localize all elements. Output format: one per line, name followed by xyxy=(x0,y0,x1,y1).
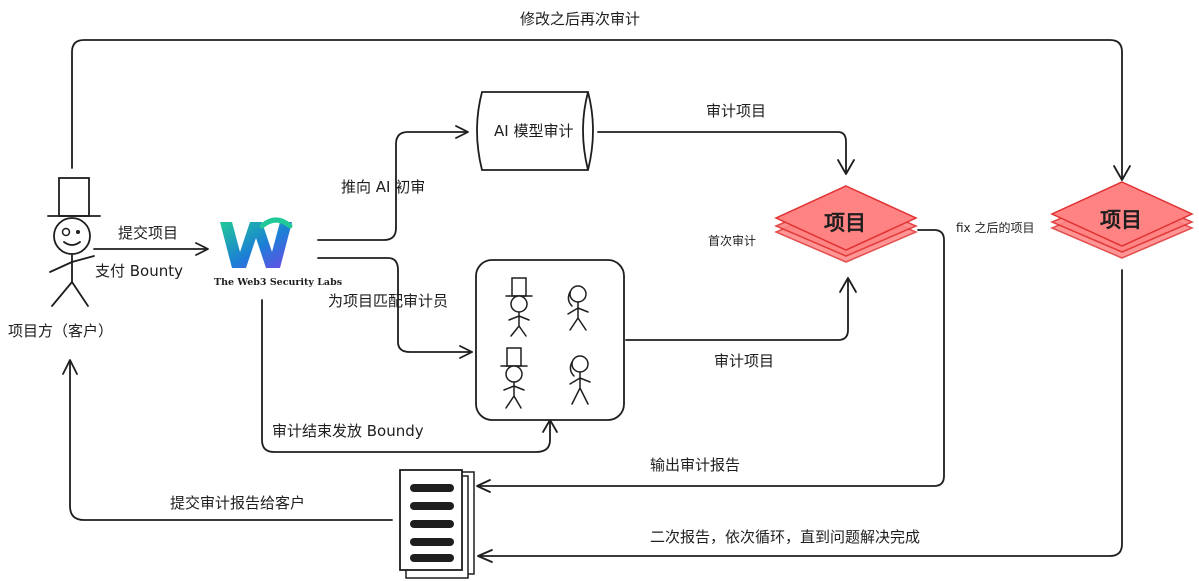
client-figure xyxy=(47,177,101,307)
audit-project-bottom-label: 审计项目 xyxy=(714,352,774,370)
match-auditors-arrow xyxy=(317,257,473,359)
match-auditors-label: 为项目匹配审计员 xyxy=(328,292,448,310)
bounty-release-label: 审计结束发放 Boundy xyxy=(272,422,424,440)
first-audit-label: 首次审计 xyxy=(708,233,756,248)
ai-model-label: AI 模型审计 xyxy=(494,122,573,140)
web3-security-labs-logo xyxy=(220,217,293,268)
logo-text: The Web3 Security Labs xyxy=(214,277,342,288)
report-document-icon xyxy=(399,469,475,579)
loop-top-label: 修改之后再次审计 xyxy=(520,10,640,28)
push-ai-arrow xyxy=(317,125,469,241)
second-report-label: 二次报告，依次循环，直到问题解决完成 xyxy=(650,528,920,546)
project-stack-second xyxy=(1050,181,1194,259)
client-label: 项目方（客户） xyxy=(8,322,113,340)
auditors-to-project-arrow xyxy=(625,277,857,341)
auditor-figure xyxy=(569,355,591,405)
project-first-label: 项目 xyxy=(824,211,866,235)
fix-after-label: fix 之后的项目 xyxy=(956,220,1034,235)
auditors-box xyxy=(475,259,625,421)
report-to-client-arrow xyxy=(62,359,393,521)
push-ai-label: 推向 AI 初审 xyxy=(341,178,425,196)
project-second-label: 项目 xyxy=(1100,208,1142,232)
top-hat-icon xyxy=(58,177,90,217)
project-stack-first xyxy=(774,185,918,263)
second-report-arrow xyxy=(477,269,1123,563)
submit-report-label: 提交审计报告给客户 xyxy=(170,494,305,512)
auditor-figure xyxy=(567,285,589,331)
ai-to-project-arrow xyxy=(597,131,855,175)
pay-bounty-label: 支付 Bounty xyxy=(95,262,183,280)
output-report-label: 输出审计报告 xyxy=(650,456,740,474)
ai-model-cylinder xyxy=(476,91,594,171)
output-report-arrow xyxy=(476,229,945,493)
submit-arrow xyxy=(93,242,209,256)
audit-project-top-label: 审计项目 xyxy=(706,102,766,120)
auditor-figure xyxy=(500,347,528,409)
auditor-figure xyxy=(505,277,533,337)
loop-top-arrow xyxy=(71,39,1131,181)
submit-project-label: 提交项目 xyxy=(118,224,178,242)
